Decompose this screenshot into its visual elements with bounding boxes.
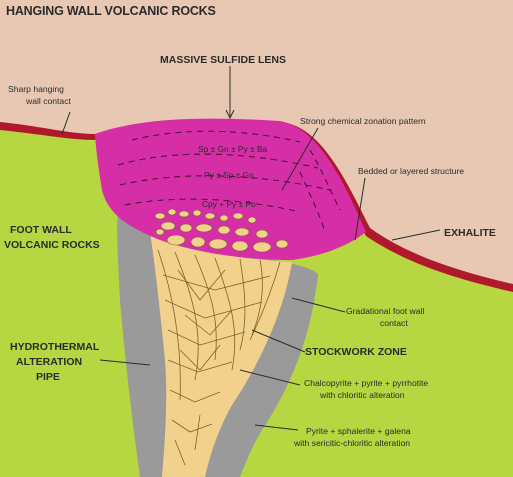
gradational-label-1: Gradational foot wall	[346, 306, 424, 316]
hanging-wall-label: HANGING WALL VOLCANIC ROCKS	[6, 4, 216, 18]
alteration-label-2: ALTERATION	[16, 356, 82, 368]
exhalite-layer	[0, 119, 513, 293]
mineral-zone-upper: Sp ± Gn ± Py ± Ba	[198, 144, 268, 154]
breccia-clasts	[154, 208, 289, 253]
stockwork-veinlets	[157, 249, 281, 466]
alteration-label-1: HYDROTHERMAL	[10, 341, 100, 353]
stockwork-zone	[150, 232, 292, 477]
massive-sulfide-label: MASSIVE SULFIDE LENS	[160, 54, 286, 66]
sharp-contact-label-2: wall contact	[25, 96, 72, 106]
gradational-label-2: contact	[380, 318, 408, 328]
mineral-zone-lower: Cpy + Py ± Po	[202, 199, 256, 209]
foot-wall-label-2: VOLCANIC ROCKS	[4, 239, 100, 251]
zonation-label: Strong chemical zonation pattern	[300, 116, 426, 126]
stockwork-label: STOCKWORK ZONE	[305, 346, 407, 358]
chalcopyrite-label-1: Chalcopyrite + pyrite + pyrrhotite	[304, 378, 428, 388]
pyrite-label-2: with sericitic-chloritic alteration	[293, 438, 410, 448]
mineral-zone-middle: Py ± Sp ± Gn	[204, 170, 254, 180]
bedded-label: Bedded or layered structure	[358, 166, 464, 176]
alteration-label-3: PIPE	[36, 371, 60, 383]
chalcopyrite-label-2: with chloritic alteration	[319, 390, 405, 400]
leader-lines	[61, 66, 441, 431]
foot-wall-label-1: FOOT WALL	[10, 224, 72, 236]
pyrite-label-1: Pyrite + sphalerite + galena	[306, 426, 411, 436]
exhalite-label: EXHALITE	[444, 227, 496, 239]
sharp-contact-label-1: Sharp hanging	[8, 84, 64, 94]
zonation-lines	[117, 130, 341, 233]
